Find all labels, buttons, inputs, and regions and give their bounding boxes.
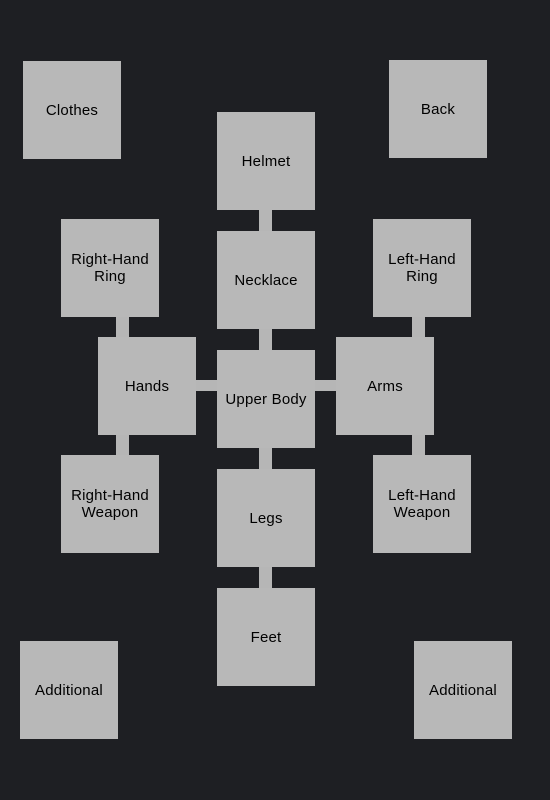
connector-arms-left-weapon <box>412 433 425 457</box>
slot-back[interactable]: Back <box>389 60 487 158</box>
slot-feet[interactable]: Feet <box>217 588 315 686</box>
slot-legs[interactable]: Legs <box>217 469 315 567</box>
slot-legs-label: Legs <box>249 509 283 527</box>
connector-upper-body-arms <box>313 380 338 391</box>
slot-necklace[interactable]: Necklace <box>217 231 315 329</box>
slot-left-hand-ring[interactable]: Left-Hand Ring <box>373 219 471 317</box>
slot-left-hand-weapon-label: Left-Hand Weapon <box>388 487 456 521</box>
connector-upper-body-legs <box>259 446 272 471</box>
slot-right-hand-weapon-label: Right-Hand Weapon <box>71 487 149 521</box>
slot-clothes[interactable]: Clothes <box>23 61 121 159</box>
connector-legs-feet <box>259 565 272 590</box>
slot-right-hand-weapon[interactable]: Right-Hand Weapon <box>61 455 159 553</box>
slot-right-hand-ring[interactable]: Right-Hand Ring <box>61 219 159 317</box>
slot-right-hand-ring-label: Right-Hand Ring <box>71 251 149 285</box>
connector-left-ring-arms <box>412 315 425 339</box>
connector-helmet-necklace <box>259 208 272 233</box>
slot-necklace-label: Necklace <box>234 271 298 289</box>
slot-left-hand-ring-label: Left-Hand Ring <box>388 251 456 285</box>
slot-back-label: Back <box>420 100 456 118</box>
slot-arms[interactable]: Arms <box>336 337 434 435</box>
slot-helmet[interactable]: Helmet <box>217 112 315 210</box>
slot-additional-right-label: Additional <box>429 681 497 699</box>
slot-additional-left-label: Additional <box>35 681 103 699</box>
slot-hands[interactable]: Hands <box>98 337 196 435</box>
connector-hands-upper-body <box>194 380 219 391</box>
slot-additional-right[interactable]: Additional <box>414 641 512 739</box>
slot-clothes-label: Clothes <box>45 101 99 119</box>
slot-additional-left[interactable]: Additional <box>20 641 118 739</box>
connector-right-ring-hands <box>116 315 129 339</box>
slot-helmet-label: Helmet <box>241 152 291 170</box>
slot-hands-label: Hands <box>124 377 170 395</box>
slot-feet-label: Feet <box>250 628 282 646</box>
connector-necklace-upper-body <box>259 327 272 352</box>
slot-upper-body[interactable]: Upper Body <box>217 350 315 448</box>
slot-arms-label: Arms <box>367 377 403 395</box>
slot-upper-body-label: Upper Body <box>225 390 307 408</box>
slot-left-hand-weapon[interactable]: Left-Hand Weapon <box>373 455 471 553</box>
connector-hands-right-weapon <box>116 433 129 457</box>
